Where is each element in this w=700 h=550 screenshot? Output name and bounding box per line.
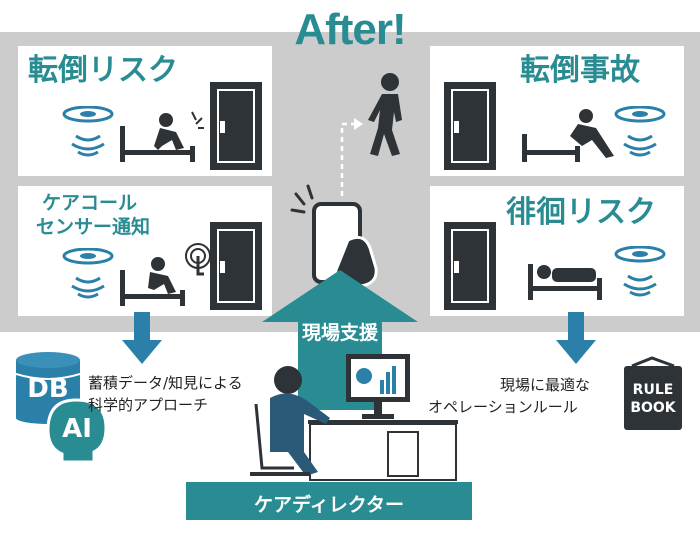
rule-book-icon: RULE BOOK [622,356,684,432]
bed-rising-person-icon [120,111,204,162]
ai-head-icon: AI [40,398,110,464]
panel-fall-risk: 転倒リスク [18,46,272,176]
bed-sleeping-person-icon [528,264,602,300]
footer-bar: ケアディレクター [186,482,472,520]
left-note-line1: 蓄積データ/知見による [88,374,243,392]
down-arrow-left [122,312,162,364]
rule-book-line1: RULE [632,382,674,398]
panel-fall-accident: 転倒事故 [430,46,684,176]
door-icon [444,222,496,310]
down-arrow-right [556,312,596,364]
panel-wander-risk: 徘徊リスク [430,186,684,316]
support-label: 現場支援 [301,322,378,344]
left-note-line2: 科学的アプローチ [88,396,209,414]
page-title: After! [294,5,406,54]
bed-fallen-person-icon [522,109,614,162]
care-director-illustration [250,354,458,481]
bed-call-button-icon [120,243,211,306]
panel-nurse-call: ケアコール センサー通知 [18,186,272,316]
sensor-icon [62,248,114,299]
panel-title-line1: ケアコール [42,192,138,214]
panel-title: 徘徊リスク [506,195,656,230]
ai-label: AI [62,414,92,444]
sensor-icon [614,106,666,157]
right-note-line2: オペレーションルール [428,398,578,416]
sensor-icon [614,246,666,297]
panel-title-line2: センサー通知 [36,216,151,238]
sensor-icon [62,106,114,157]
door-icon [210,82,262,170]
dotted-arrow [340,118,363,196]
rule-book-line2: BOOK [630,400,676,416]
panel-title: 転倒事故 [520,53,640,88]
right-note-line1: 現場に最適な [500,376,591,394]
walking-person-icon [368,73,402,156]
door-icon [210,222,262,310]
door-icon [444,82,496,170]
panel-title: 転倒リスク [28,53,178,88]
footer-label: ケアディレクター [254,494,404,516]
database-label: DB [27,374,69,404]
